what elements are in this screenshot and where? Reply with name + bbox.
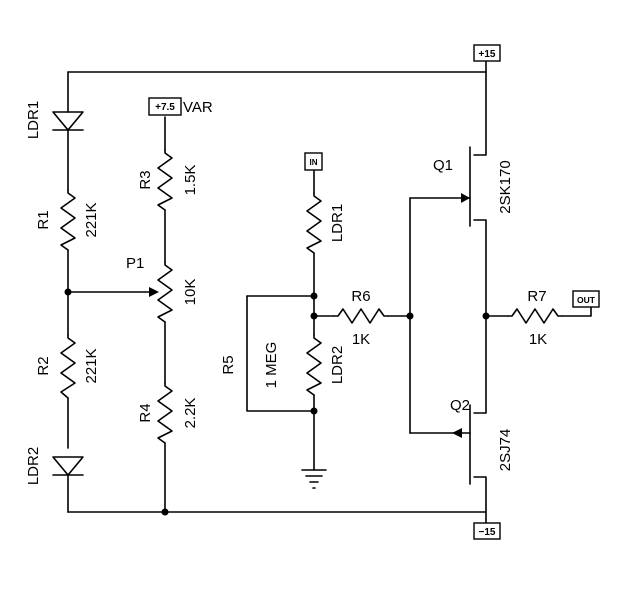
r4-value-label: 2.2K	[182, 398, 199, 429]
r3-name-label: R3	[137, 170, 154, 189]
neg15-supply-box: −15	[473, 522, 501, 540]
junction-dots	[64, 288, 490, 516]
in-port-box: IN	[304, 152, 323, 171]
r1-resistor	[60, 189, 76, 251]
r2-name-label: R2	[35, 356, 52, 375]
junction-dot	[310, 292, 318, 300]
pos75-label: +7.5	[155, 102, 175, 113]
r2-resistor	[60, 334, 76, 399]
junction-dot	[310, 312, 318, 320]
r7-resistor	[507, 308, 563, 324]
q2-jfet	[452, 404, 471, 485]
p1-name-label: P1	[126, 255, 144, 272]
ldr1-mid-label: LDR1	[329, 204, 346, 242]
junction-dot	[406, 312, 414, 320]
pos15-label: +15	[479, 49, 496, 60]
r6-resistor	[333, 308, 389, 324]
ldr2-mid-label: LDR2	[329, 346, 346, 384]
r5-name-label: R5	[220, 355, 237, 374]
r6-value-label: 1K	[352, 331, 370, 348]
r3-value-label: 1.5K	[182, 165, 199, 196]
q1-name-label: Q1	[433, 157, 453, 174]
r6-name-label: R6	[351, 288, 370, 305]
neg15-label: −15	[479, 527, 496, 538]
r4-resistor	[157, 382, 173, 444]
r3-resistor	[157, 149, 173, 211]
q2-name-label: Q2	[450, 397, 470, 414]
p1-potentiometer	[157, 261, 173, 323]
ldr2-diode-symbol	[52, 456, 84, 476]
out-port-box: OUT	[572, 290, 600, 308]
ldr1-left-label: LDR1	[25, 101, 42, 139]
junction-dot	[64, 288, 72, 296]
q2-part-label: 2SJ74	[497, 429, 514, 472]
ldr2-left-label: LDR2	[25, 447, 42, 485]
r1-name-label: R1	[35, 210, 52, 229]
r5-value-label: 1 MEG	[263, 342, 280, 389]
ldr1-mid-resistor	[306, 192, 322, 254]
r4-name-label: R4	[137, 403, 154, 422]
junction-dot	[310, 407, 318, 415]
r7-name-label: R7	[527, 288, 546, 305]
ldr2-mid-resistor	[306, 334, 322, 396]
r7-value-label: 1K	[529, 331, 547, 348]
ground-icon	[301, 469, 327, 489]
junction-dot	[161, 508, 169, 516]
out-port-label: OUT	[577, 295, 596, 305]
q1-jfet	[461, 146, 471, 227]
p1-value-label: 10K	[182, 279, 199, 306]
in-port-label: IN	[310, 158, 318, 167]
q1-part-label: 2SK170	[497, 160, 514, 213]
r2-value-label: 221K	[83, 348, 100, 383]
pos75-supply-box: +7.5	[148, 97, 182, 116]
r1-value-label: 221K	[83, 202, 100, 237]
pos15-supply-box: +15	[473, 44, 501, 62]
ldr1-diode-symbol	[52, 111, 84, 131]
junction-dot	[482, 312, 490, 320]
p1-wiper-arrow	[149, 287, 159, 297]
var-label: VAR	[183, 99, 213, 116]
